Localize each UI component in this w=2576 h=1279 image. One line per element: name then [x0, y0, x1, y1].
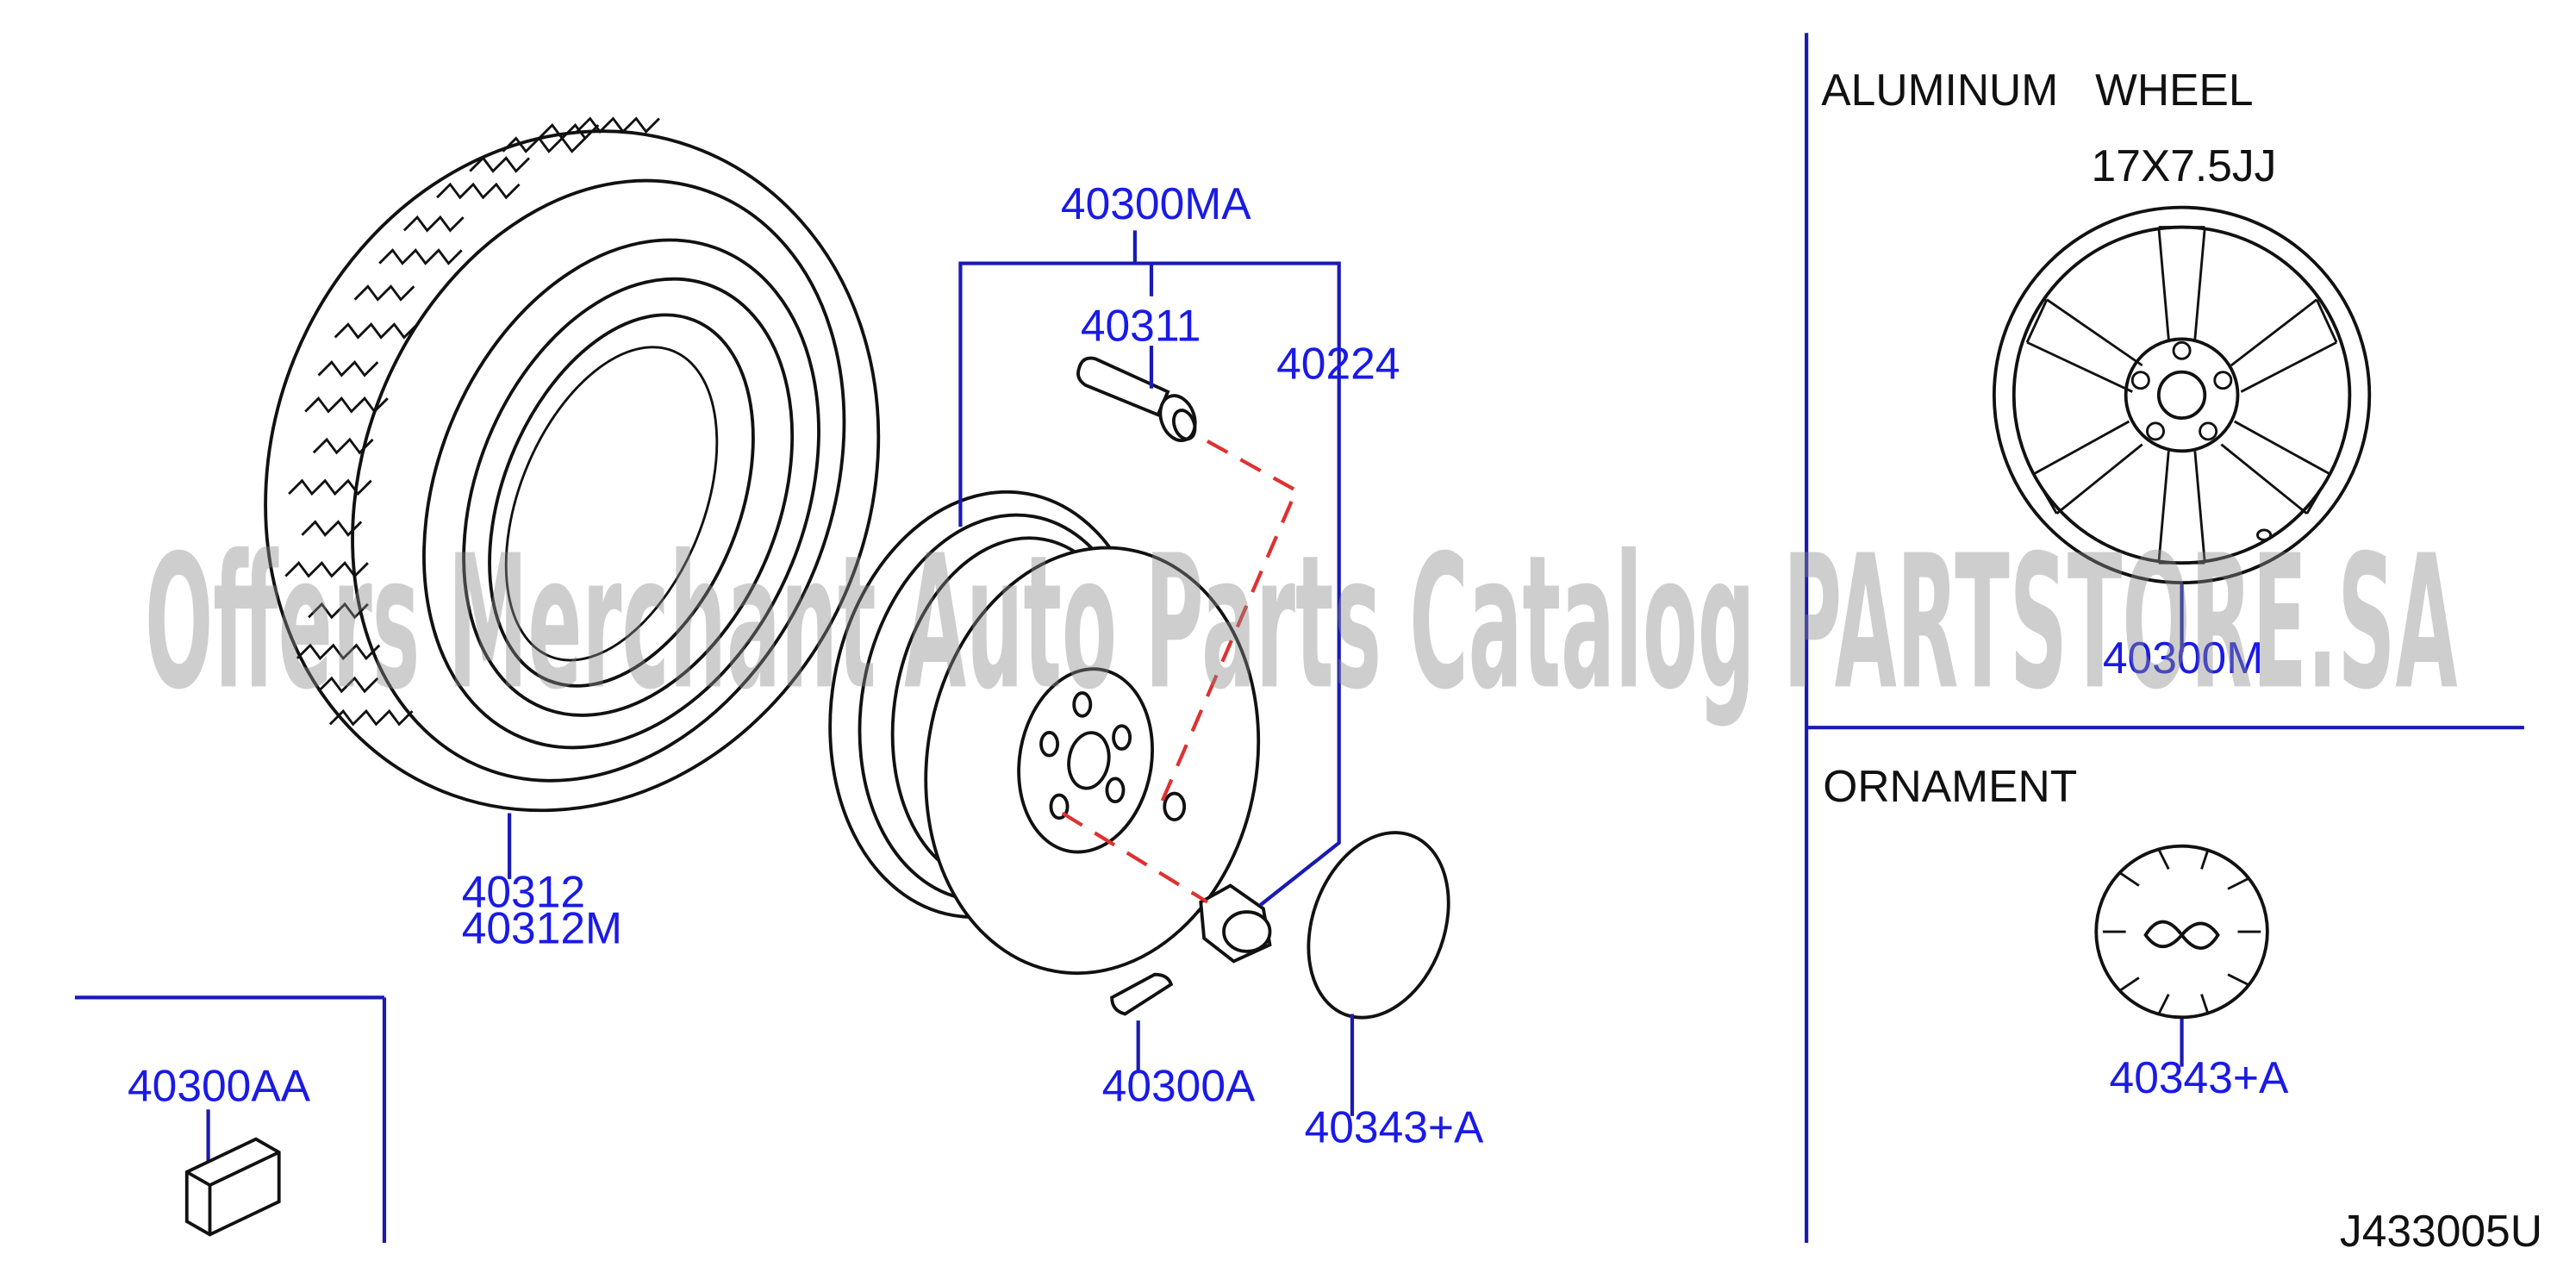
part-label-40312[interactable]: 40312 [462, 866, 585, 916]
balance-weight-illustration [1110, 972, 1174, 1016]
part-label-40343A[interactable]: 40343+A [1305, 1101, 1484, 1151]
part-label-40311[interactable]: 40311 [1081, 300, 1201, 350]
part-labels: 40300MA 40311 40224 40312 40312M 40300A … [128, 178, 2289, 1151]
part-label-40300MA[interactable]: 40300MA [1061, 178, 1251, 228]
part-label-40312M[interactable]: 40312M [462, 902, 622, 952]
section-labels: ALUMINUM WHEEL 17X7.5JJ ORNAMENT J433005… [1821, 65, 2542, 1256]
part-label-40300A[interactable]: 40300A [1102, 1061, 1256, 1111]
wheel-cap-illustration [1307, 831, 1450, 1020]
ornament-illustration [2094, 844, 2269, 1020]
section-dividers [74, 33, 2524, 1243]
wheel-spokes [2025, 226, 2338, 565]
ornament-title: ORNAMENT [1823, 761, 2077, 811]
diagram-code: J433005U [2340, 1206, 2542, 1256]
lug-nut-illustration [1199, 883, 1272, 964]
leader-lines [206, 230, 2184, 1166]
aluminum-wheel-size: 17X7.5JJ [2092, 140, 2277, 190]
assembly-dashed-lines [1061, 440, 1299, 904]
ornament-part-label[interactable]: 40343+A [2110, 1052, 2289, 1102]
steel-wheel-illustration [828, 490, 1261, 976]
tread-pattern [284, 116, 660, 727]
part-label-40300AA[interactable]: 40300AA [128, 1061, 311, 1111]
aluminum-wheel-illustration [1992, 205, 2372, 585]
aluminum-wheel-title: ALUMINUM WHEEL [1821, 65, 2253, 115]
aluminum-wheel-part-label[interactable]: 40300M [2103, 633, 2263, 683]
part-label-40224[interactable]: 40224 [1276, 338, 1400, 388]
valve-stem-illustration [1076, 356, 1197, 442]
watermark-text: Offers Merchant Auto Parts Catalog PARTS… [145, 515, 2457, 730]
tag-part-illustration [184, 1137, 281, 1237]
tire-illustration [264, 116, 881, 813]
